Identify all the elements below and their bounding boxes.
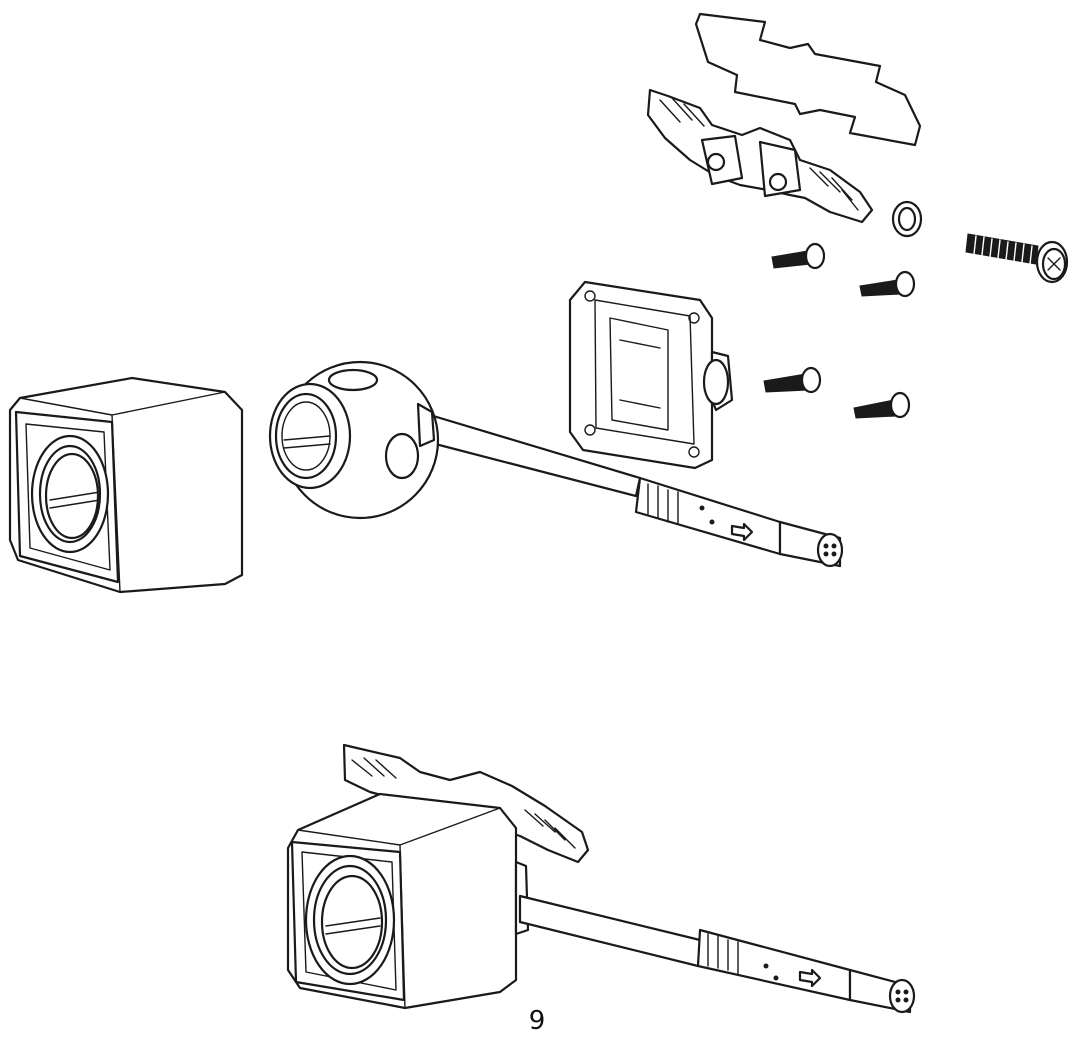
assembled-camera-cable [518, 894, 916, 1014]
tapping-screw-2 [859, 270, 916, 298]
assembled-camera-housing [286, 792, 530, 1010]
ball-camera-with-cable [268, 360, 642, 520]
page-number: 9 [528, 1006, 546, 1036]
tapping-screw-1 [771, 242, 826, 270]
metal-mounting-plate [646, 88, 874, 224]
mounting-bracket-base [568, 280, 734, 470]
cable-connector [634, 476, 844, 568]
adhesive-pad [694, 12, 922, 147]
tapping-screw-3 [763, 366, 822, 394]
washer [891, 200, 923, 238]
tapping-screw-4 [853, 391, 911, 419]
machine-screw [965, 233, 1069, 284]
camera-housing [8, 376, 244, 594]
